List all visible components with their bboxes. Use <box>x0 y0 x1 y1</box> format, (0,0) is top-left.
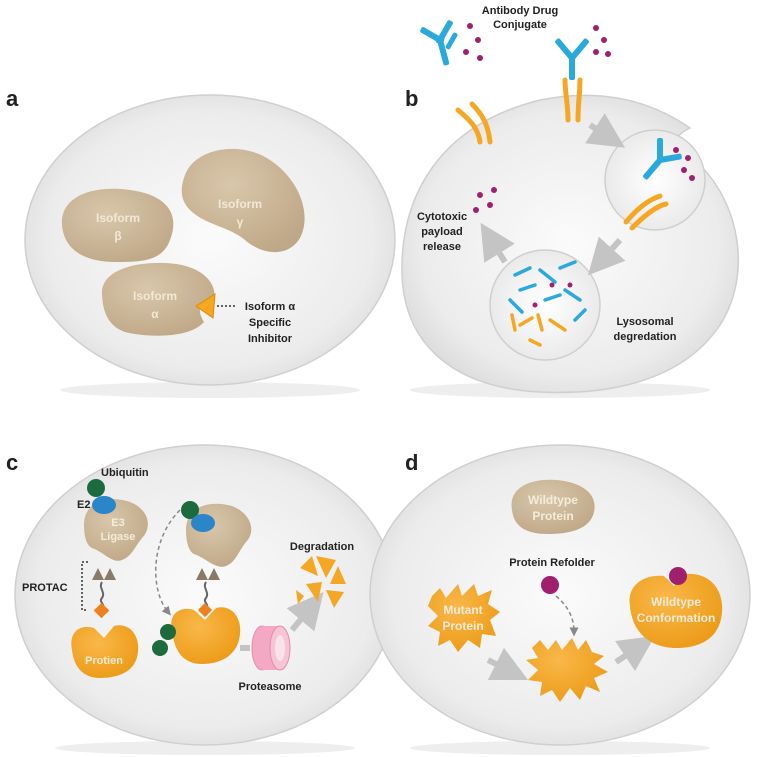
e3-ligase-left <box>84 499 148 561</box>
cell-a-shadow <box>60 382 360 398</box>
ubiquitin-icon-complex <box>181 501 199 519</box>
lysosomal-label-line1: Lysosomal <box>616 316 673 328</box>
wildtype-label-line1: Wildtype <box>528 493 578 507</box>
isoform-gamma-label: Isoform <box>218 197 262 211</box>
lysosome-vesicle <box>489 249 601 361</box>
lysosome-payload <box>532 282 573 308</box>
inhibitor-label-line2: Specific <box>249 317 291 329</box>
ubiquitin-icon-tag1 <box>160 624 176 640</box>
surface-receptor-bound <box>562 77 583 123</box>
wildtype-label-line2: Protein <box>532 509 573 523</box>
cell-d <box>369 444 751 746</box>
arrow-internalize <box>585 113 626 148</box>
isoform-beta-protein <box>61 188 174 262</box>
endosome-payload <box>673 147 695 181</box>
payload-release-line2: payload <box>421 226 463 238</box>
payload-cluster-bound <box>593 25 611 57</box>
inhibitor-label-line1: Isoform α <box>245 301 295 313</box>
panel-b: b Antibody Drug Conjugate <box>401 5 739 398</box>
e2-icon-left <box>92 496 116 514</box>
wildtype-protein <box>511 479 595 534</box>
panel-letter-d: d <box>405 450 418 475</box>
panel-letter-c: c <box>6 450 18 475</box>
ubiquitin-icon-tag2 <box>152 640 168 656</box>
refolder-icon <box>541 576 559 594</box>
e3-label-line2: Ligase <box>101 531 136 543</box>
panel-c: c Ubiquitin E2 E3 Ligase PROTAC Protien <box>6 444 396 755</box>
mutant-label-line2: Protein <box>442 619 483 633</box>
degradation-label: Degradation <box>290 541 354 553</box>
target-protein-left <box>71 625 139 678</box>
isoform-beta-label: Isoform <box>96 211 140 225</box>
isoform-alpha-protein <box>101 262 215 336</box>
refolder-label: Protein Refolder <box>509 557 595 569</box>
wildtype-conformation-protein <box>629 573 723 648</box>
proteasome-label: Proteasome <box>239 681 302 693</box>
surface-receptor-left <box>455 101 493 145</box>
isoform-alpha-label: Isoform <box>133 289 177 303</box>
panel-a: a Isoform β Isoform γ Isoform α Isoform … <box>6 86 396 398</box>
arrow-intermediate-to-wildtype <box>614 636 655 671</box>
endosome-receptor <box>623 193 669 231</box>
protac-label: PROTAC <box>22 582 68 594</box>
proteasome-icon <box>251 625 291 671</box>
arrow-to-degradation <box>286 592 324 632</box>
dashed-ubiquitin-transfer <box>154 509 181 616</box>
payload-release-line1: Cytotoxic <box>417 211 467 223</box>
isoform-gamma-symbol: γ <box>237 215 244 229</box>
endosome-antibody <box>643 138 682 180</box>
protac-e3-binder-complex <box>196 568 220 580</box>
adc-label-line2: Conjugate <box>493 19 547 31</box>
dashed-refolder-binding <box>555 595 579 637</box>
inhibitor-label-line3: Inhibitor <box>248 333 293 345</box>
payload-release-line3: release <box>423 241 461 253</box>
protac-target-binder-complex <box>197 602 213 618</box>
panel-d: d Wildtype Protein Protein Refolder Muta… <box>369 444 751 755</box>
cell-d-shadow <box>410 741 710 755</box>
e2-label: E2 <box>77 499 90 511</box>
degraded-protein-fragments <box>296 556 346 608</box>
arrow-mutant-to-intermediate <box>486 647 529 681</box>
isoform-beta-symbol: β <box>114 229 121 243</box>
payload-cluster-left <box>463 23 483 61</box>
mutant-protein <box>428 584 500 652</box>
protac-e3-binder-left <box>92 568 116 580</box>
e3-label-line1: E3 <box>111 517 124 529</box>
mutant-label-line1: Mutant <box>443 603 482 617</box>
released-payload <box>473 187 497 213</box>
ubiquitin-icon-left <box>87 479 105 497</box>
isoform-alpha-symbol: α <box>151 307 159 321</box>
panel-letter-a: a <box>6 86 19 111</box>
antibody-drug-conjugate-bound <box>555 38 589 80</box>
refolder-bound-icon <box>669 567 687 585</box>
lysosome-fragments-blue <box>508 260 587 322</box>
lysosome-fragments-orange <box>510 313 567 347</box>
conformation-label-line2: Conformation <box>637 611 716 625</box>
arrow-release <box>480 222 515 264</box>
adc-label-line1: Antibody Drug <box>482 5 558 17</box>
lysosomal-label-line2: degredation <box>614 331 677 343</box>
alpha-inhibitor-triangle <box>195 293 216 319</box>
refolding-intermediate <box>526 638 608 702</box>
panel-letter-b: b <box>405 86 418 111</box>
isoform-gamma-protein <box>181 148 305 253</box>
antibody-drug-conjugate-left <box>420 20 458 66</box>
e2-icon-complex <box>191 514 215 532</box>
protien-label: Protien <box>85 655 123 667</box>
arrow-to-lysosome <box>587 236 626 276</box>
target-protein-complex <box>171 607 241 664</box>
cell-c-shadow <box>55 741 355 755</box>
ubiquitin-label: Ubiquitin <box>101 467 149 479</box>
protac-bracket <box>81 561 88 611</box>
conformation-label-line1: Wildtype <box>651 595 701 609</box>
